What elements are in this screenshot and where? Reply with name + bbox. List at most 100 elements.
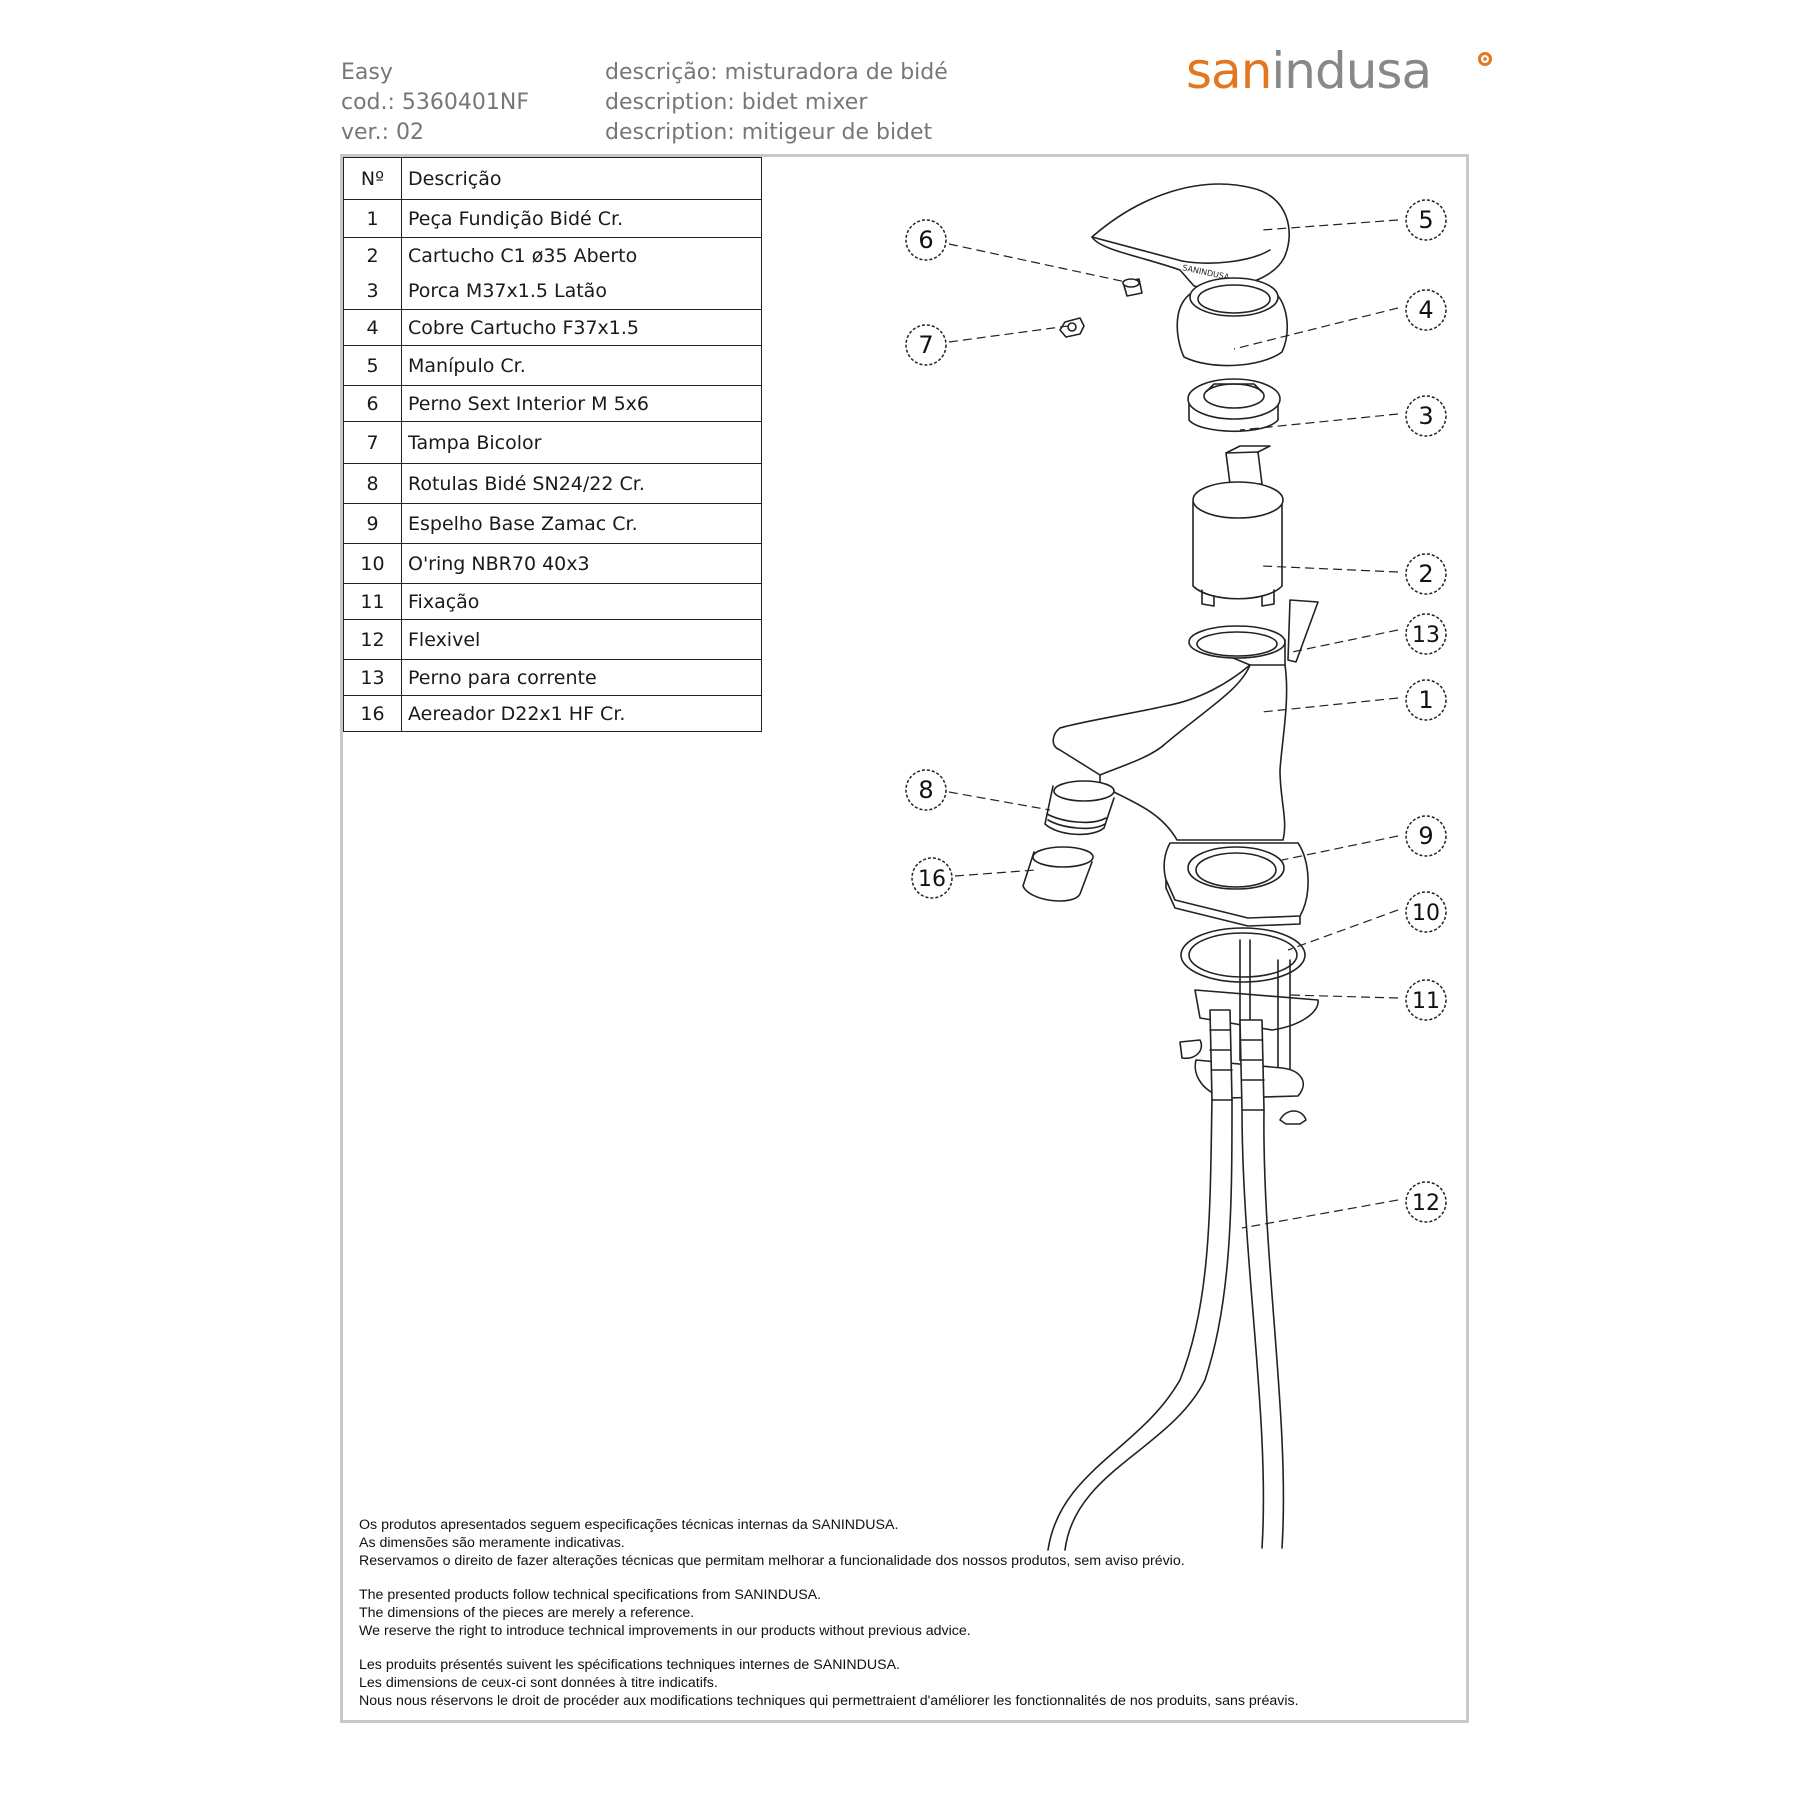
description-fr: description: mitigeur de bidet [605, 120, 933, 145]
notes-pt: Os produtos apresentados seguem especifi… [359, 1516, 1299, 1570]
row-description: Rotulas Bidé SN24/22 Cr. [401, 463, 762, 504]
brand-logo-part1: san [1186, 42, 1272, 100]
nut-drawing [1187, 378, 1281, 433]
note-line: Les produits présentés suivent les spéci… [359, 1657, 900, 1673]
leader-lines [948, 219, 1399, 1229]
row-description: Tampa Bicolor [401, 421, 762, 464]
callout-bubbles: 5 6 4 7 3 2 13 1 8 9 16 10 11 12 [905, 199, 1447, 1223]
mixer-body-drawing [1052, 625, 1288, 841]
handle-drawing: SANINDUSA [1091, 183, 1290, 289]
oring-drawing [1180, 927, 1306, 983]
callout-circle [1405, 1181, 1447, 1223]
brand-logo-dot-icon [1478, 52, 1492, 66]
callout-circle [905, 219, 947, 261]
row-number: 13 [343, 659, 402, 696]
chain-pin-drawing [1287, 599, 1319, 663]
callout-label: 4 [1418, 296, 1433, 324]
callout-label: 16 [918, 867, 946, 892]
description-en: description: bidet mixer [605, 90, 868, 115]
callout-circle [1405, 395, 1447, 437]
row-description: Aereador D22x1 HF Cr. [401, 695, 762, 732]
callout-label: 12 [1412, 1191, 1440, 1216]
notes-en: The presented products follow technical … [359, 1586, 1299, 1640]
callout-circle [905, 324, 947, 366]
parts-table-header: Nº Descrição [343, 157, 762, 200]
row-description: Fixação [401, 583, 762, 620]
diagram-parts: SANINDUSA [1022, 183, 1319, 1551]
note-line: We reserve the right to introduce techni… [359, 1623, 971, 1639]
callout-circle [905, 769, 947, 811]
header-product-info: Easy cod.: 5360401NF ver.: 02 [341, 58, 529, 148]
row-number: 11 [343, 583, 402, 620]
row-description: O'ring NBR70 40x3 [401, 543, 762, 584]
callout-label: 2 [1418, 560, 1433, 588]
callout-label: 6 [918, 226, 933, 254]
callout-circle [1405, 289, 1447, 331]
flexible-hoses-drawing [1047, 1099, 1285, 1551]
drawing-frame [340, 154, 1469, 1723]
row-number: 4 [343, 309, 402, 346]
product-version: ver.: 02 [341, 120, 424, 145]
header-descriptions: descrição: misturadora de bidé descripti… [605, 58, 948, 148]
cartridge-cover-drawing [1176, 277, 1289, 367]
row-number: 16 [343, 695, 402, 732]
callout-label: 1 [1418, 686, 1433, 714]
row-description: Cobre Cartucho F37x1.5 [401, 309, 762, 346]
note-line: The presented products follow technical … [359, 1587, 822, 1603]
callout-circle [1405, 613, 1447, 655]
note-line: As dimensões são meramente indicativas. [359, 1535, 625, 1551]
swivel-nozzle-drawing [1044, 780, 1115, 836]
callout-label: 11 [1412, 989, 1440, 1014]
callout-circle [1405, 891, 1447, 933]
callout-circle [1405, 199, 1447, 241]
row-description: Peça Fundição Bidé Cr. [401, 199, 762, 238]
row-number: 2 [343, 237, 402, 274]
note-line: Os produtos apresentados seguem especifi… [359, 1517, 899, 1533]
row-number: 9 [343, 503, 402, 544]
callout-circle [911, 857, 953, 899]
callout-label: 5 [1418, 206, 1433, 234]
brand-logo-part2: indusa [1271, 42, 1432, 100]
cartridge-drawing [1192, 445, 1284, 607]
screw-drawing [1122, 278, 1143, 297]
callout-circle [1405, 553, 1447, 595]
row-description: Manípulo Cr. [401, 345, 762, 386]
callout-label: 9 [1418, 822, 1433, 850]
callout-circle [1405, 679, 1447, 721]
note-line: Reservamos o direito de fazer alterações… [359, 1553, 1185, 1569]
base-plate-drawing [1163, 842, 1309, 927]
callout-label: 8 [918, 776, 933, 804]
callout-label: 3 [1418, 402, 1433, 430]
aerator-drawing [1022, 846, 1094, 902]
notes-fr: Les produits présentés suivent les spéci… [359, 1656, 1299, 1710]
callout-circle [1405, 979, 1447, 1021]
callout-label: 7 [918, 331, 933, 359]
description-pt: descrição: misturadora de bidé [605, 60, 948, 85]
row-description: Porca M37x1.5 Latão [401, 273, 762, 310]
callout-circle [1405, 815, 1447, 857]
note-line: The dimensions of the pieces are merely … [359, 1605, 695, 1621]
note-line: Nous nous réservons le droit de procéder… [359, 1693, 1299, 1709]
product-code: cod.: 5360401NF [341, 90, 530, 115]
callout-label: 10 [1412, 901, 1440, 926]
disclaimer-notes: Os produtos apresentados seguem especifi… [359, 1516, 1299, 1726]
cap-drawing [1059, 317, 1085, 338]
callout-label: 13 [1412, 623, 1440, 648]
row-number: 6 [343, 385, 402, 422]
product-name: Easy [341, 60, 393, 85]
note-line: Les dimensions de ceux-ci sont données à… [359, 1675, 718, 1691]
